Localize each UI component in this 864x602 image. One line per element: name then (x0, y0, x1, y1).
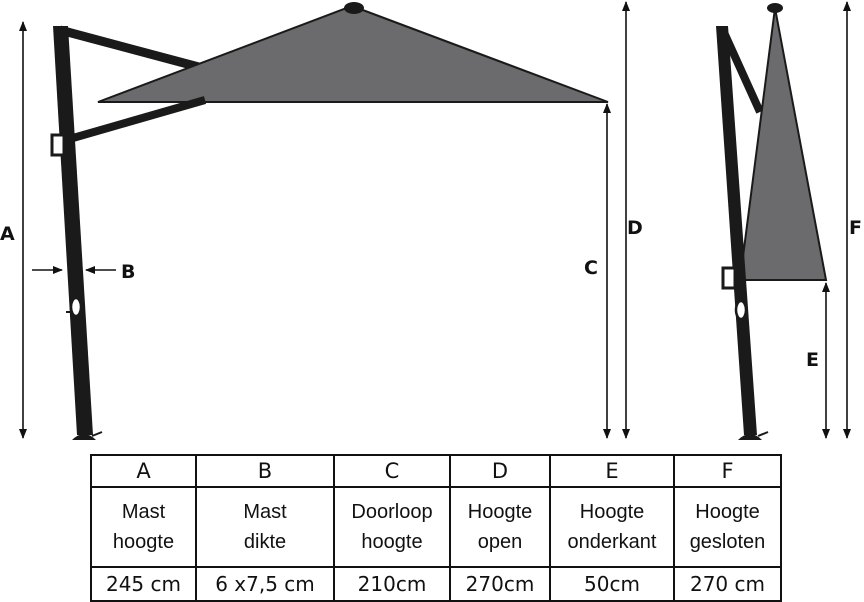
mast-base (72, 434, 96, 440)
dimension-label-f: F (849, 217, 862, 239)
header-cell-d: D (449, 454, 551, 488)
name-cell-e: Hoogte onderkant (549, 486, 675, 568)
name-line: Hoogte (695, 501, 760, 523)
value-cell-c: 210cm (333, 566, 451, 602)
closed-mast (716, 26, 757, 435)
dimension-label-b: B (121, 261, 135, 283)
closed-mast-base (738, 434, 762, 440)
value-cell-f: 270 cm (673, 566, 782, 602)
crank-handle (69, 296, 83, 318)
base-peg (91, 431, 103, 437)
name-line: open (477, 531, 523, 553)
header-cell-e: E (549, 454, 675, 488)
name-line: Mast (243, 501, 287, 523)
table-header-row: A B C D E F (90, 454, 782, 488)
dimension-spec-table: A B C D E F Mast hoogte Mast dikte Doorl… (90, 454, 782, 602)
dimension-label-a: A (0, 223, 15, 245)
canopy-closed (738, 7, 828, 281)
dimension-lines (19, 1, 851, 439)
table-value-row: 245 cm 6 x7,5 cm 210cm 270cm 50cm 270 cm (90, 566, 782, 602)
header-cell-b: B (195, 454, 335, 488)
name-cell-f: Hoogte gesloten (673, 486, 782, 568)
canopy-open (97, 4, 609, 103)
name-cell-c: Doorloop hoogte (333, 486, 451, 568)
value-cell-e: 50cm (549, 566, 675, 602)
name-line: Doorloop (351, 501, 433, 523)
name-line: gesloten (689, 531, 766, 553)
mast-bracket (50, 133, 66, 157)
closed-top-cap (767, 3, 783, 13)
value-cell-a: 245 cm (90, 566, 197, 602)
name-line: Hoogte (467, 501, 533, 523)
header-cell-f: F (673, 454, 782, 488)
name-line: hoogte (361, 531, 423, 553)
dimension-label-e: E (806, 349, 819, 371)
name-line: onderkant (567, 531, 657, 553)
name-line: hoogte (112, 531, 175, 553)
header-cell-a: A (90, 454, 197, 488)
name-cell-b: Mast dikte (195, 486, 335, 568)
upper-support-arm (58, 25, 212, 75)
name-line: Hoogte (579, 501, 645, 523)
value-cell-d: 270cm (449, 566, 551, 602)
table-name-row: Mast hoogte Mast dikte Doorloop hoogte H… (90, 486, 782, 568)
closed-mast-bracket (721, 266, 737, 290)
canopy-top-cap (344, 2, 364, 14)
name-cell-d: Hoogte open (449, 486, 551, 568)
closed-base-peg (757, 431, 769, 437)
open-parasol (50, 2, 609, 440)
name-cell-a: Mast hoogte (90, 486, 197, 568)
header-cell-c: C (333, 454, 451, 488)
value-cell-b: 6 x7,5 cm (195, 566, 335, 602)
name-line: dikte (243, 531, 287, 553)
lower-support-arm (64, 96, 207, 144)
dimension-label-d: D (627, 217, 643, 239)
closed-crank-handle (734, 299, 748, 321)
name-line: Mast (121, 501, 166, 523)
mast (53, 26, 93, 435)
closed-parasol (716, 3, 828, 440)
dimension-label-c: C (584, 257, 598, 279)
parasol-dimension-diagram: A B C D E F (0, 1, 862, 440)
